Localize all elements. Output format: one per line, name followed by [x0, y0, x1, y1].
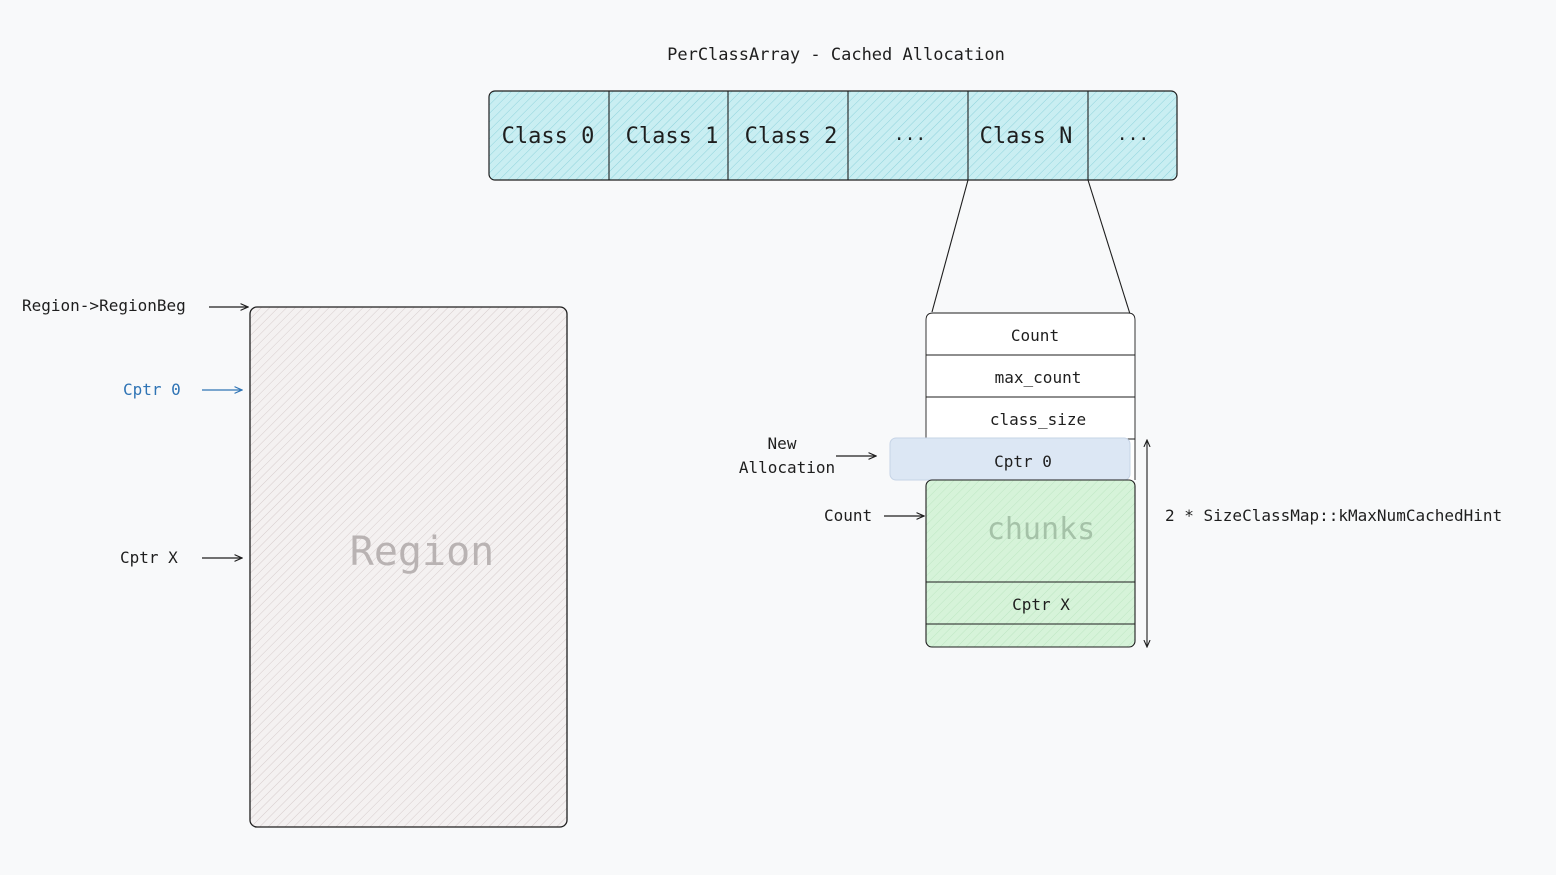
class-cell-ellipsis-1: ... — [894, 124, 927, 145]
expand-line-left — [931, 179, 969, 313]
region-cptr-x-pointer: Cptr X — [120, 548, 242, 567]
size-hint-label: 2 * SizeClassMap::kMaxNumCachedHint — [1165, 506, 1502, 525]
region-rect — [249, 306, 568, 828]
class-array-frame — [488, 90, 1178, 181]
new-allocation-annotation: New Allocation — [739, 434, 876, 477]
region-beg-label: Region->RegionBeg — [22, 296, 186, 315]
expand-line-right — [1087, 179, 1131, 315]
new-allocation-line-1: New — [768, 434, 797, 453]
struct-field-count: Count — [1011, 326, 1059, 345]
chunks-cptr-x: Cptr X — [1012, 595, 1070, 614]
region-block: Region — [249, 306, 568, 828]
region-beg-pointer: Region->RegionBeg — [22, 296, 248, 315]
class-cell-2: Class 2 — [745, 124, 838, 149]
struct-field-max-count: max_count — [995, 368, 1082, 387]
region-cptr-x-label: Cptr X — [120, 548, 178, 567]
class-array: Class 0 Class 1 Class 2 ... Class N ... — [488, 90, 1178, 181]
new-allocation-line-2: Allocation — [739, 458, 835, 477]
class-cell-1: Class 1 — [626, 124, 719, 149]
region-cptr-0-pointer: Cptr 0 — [123, 380, 242, 399]
class-cell-n: Class N — [980, 124, 1073, 149]
region-cptr-0-label: Cptr 0 — [123, 380, 181, 399]
region-label: Region — [350, 529, 495, 575]
class-cell-0: Class 0 — [502, 124, 595, 149]
size-hint-dimension: 2 * SizeClassMap::kMaxNumCachedHint — [1147, 440, 1502, 647]
struct-field-class-size: class_size — [990, 410, 1086, 429]
diagram-title: PerClassArray - Cached Allocation — [667, 45, 1005, 65]
new-allocation-cell-label: Cptr 0 — [994, 452, 1052, 471]
class-cell-ellipsis-2: ... — [1117, 124, 1150, 145]
count-pointer-annotation: Count — [824, 506, 924, 525]
count-pointer-label: Count — [824, 506, 872, 525]
per-class-struct: Count max_count class_size Cptr 0 chunks… — [889, 312, 1136, 648]
chunks-label: chunks — [987, 512, 1095, 547]
chunks-region — [925, 479, 1136, 648]
